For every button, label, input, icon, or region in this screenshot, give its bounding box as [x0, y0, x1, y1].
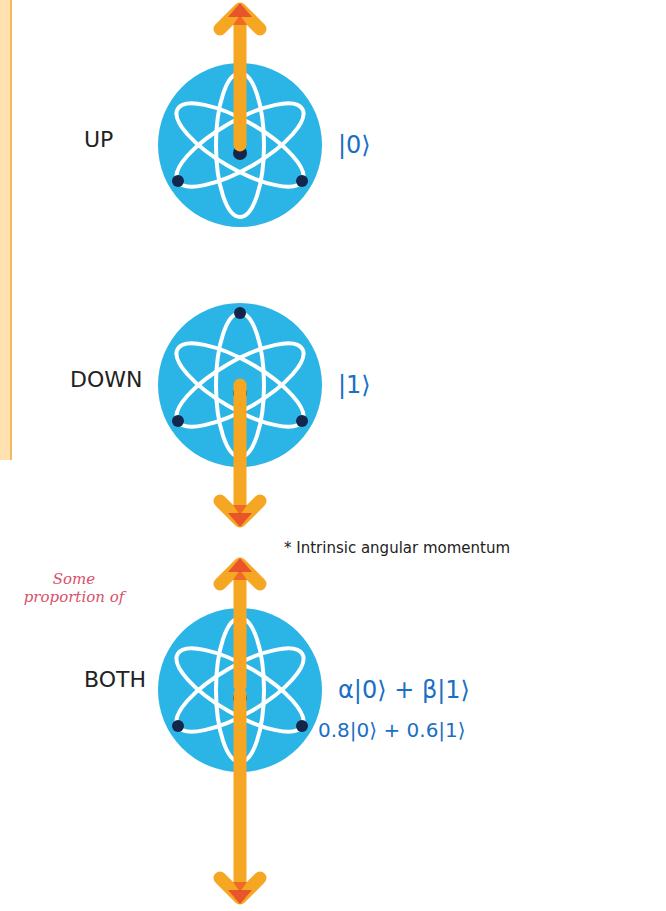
ket-label: |0⟩	[338, 131, 371, 160]
superposition-formula: α|0⟩ + β|1⟩	[338, 676, 470, 705]
ket-label: |1⟩	[338, 371, 371, 400]
footnote: * Intrinsic angular momentum	[284, 539, 510, 557]
state-name: DOWN	[70, 367, 142, 393]
handwritten-note: Some proportion of	[18, 570, 130, 606]
state-name: BOTH	[84, 667, 146, 693]
panel-border	[10, 0, 12, 460]
side-panel	[0, 0, 11, 460]
state-name: UP	[84, 127, 113, 153]
atom-down	[158, 303, 322, 527]
atom-up	[158, 3, 322, 227]
superposition-example: 0.8|0⟩ + 0.6|1⟩	[318, 718, 466, 742]
atom-both	[158, 558, 322, 904]
